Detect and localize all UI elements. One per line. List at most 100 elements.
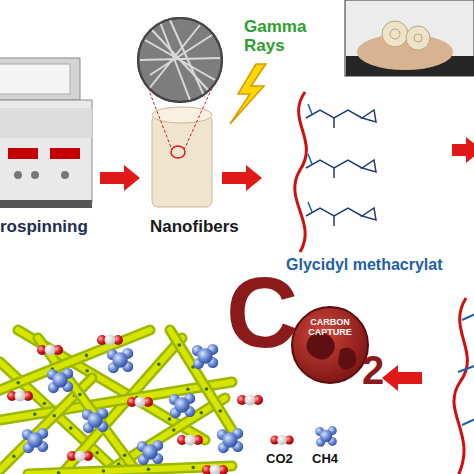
ch4-atom <box>142 444 157 459</box>
fiber-site <box>78 393 82 397</box>
graft-chain <box>306 110 362 118</box>
nanofiber-rod <box>0 330 150 392</box>
co2-atom <box>185 435 196 446</box>
fiber-site <box>199 411 203 415</box>
photo-roll <box>390 29 400 39</box>
machine-knob <box>14 171 22 179</box>
fiber-site <box>205 387 209 391</box>
machine-body <box>0 100 92 202</box>
sem-fiber <box>160 22 190 100</box>
lightning-bolt <box>230 64 266 124</box>
epoxide-ring <box>362 110 376 122</box>
fiber-site <box>85 354 89 358</box>
graft-chain <box>462 312 474 320</box>
fiber-site <box>85 369 89 373</box>
sem-fiber <box>152 30 210 92</box>
fiber-site <box>186 387 190 391</box>
carbonyl-bond <box>333 216 335 226</box>
graft-chain <box>306 208 362 216</box>
zoom-marker <box>171 146 185 158</box>
machine-display <box>8 148 38 159</box>
fiber-site <box>191 466 195 470</box>
fiber-site <box>95 451 99 455</box>
co2-atom <box>245 395 256 406</box>
polymer-backbone <box>295 92 307 252</box>
fiber-site <box>147 467 151 471</box>
gas-label: CO2 <box>266 452 293 466</box>
process-arrow <box>452 137 474 163</box>
nanofiber-rod <box>28 466 232 474</box>
nanofiber-tube <box>148 88 212 207</box>
co2-atom <box>135 397 146 408</box>
sem-fiber <box>150 35 212 75</box>
fiber-site <box>168 417 172 421</box>
nanofiber-rod <box>170 330 232 430</box>
carbon-capture-globe <box>292 307 368 383</box>
logo-subscript: 2 <box>362 350 384 390</box>
nanofiber-rod <box>28 466 232 474</box>
logo-caption: CARBON CAPTURE <box>300 318 360 338</box>
photo-roll <box>414 34 422 42</box>
nanofiber-rod <box>170 330 232 430</box>
graft-chain <box>462 417 474 425</box>
machine-window <box>0 64 70 94</box>
ch4-atom <box>222 432 237 447</box>
fiber-site <box>16 381 20 385</box>
co2-atom <box>45 345 56 356</box>
stage-label: rospinning <box>0 218 88 237</box>
methyl-group <box>308 154 312 164</box>
logo-letter: C <box>226 262 298 362</box>
process-arrow <box>100 165 140 191</box>
photo-roll <box>406 26 430 50</box>
nanofiber-rod <box>0 330 150 392</box>
machine-knob <box>31 171 39 179</box>
sem-inset <box>138 18 222 102</box>
machine-chamber <box>0 58 80 100</box>
machine-knob <box>61 171 69 179</box>
stage-label: Nanofibers <box>150 218 239 237</box>
fiber-site <box>178 343 182 347</box>
fiber-site <box>69 426 73 430</box>
methyl-group <box>308 202 312 212</box>
process-arrow <box>222 165 262 191</box>
tube-body <box>152 115 212 207</box>
radiation-label: Gamma Rays <box>244 18 304 55</box>
epoxide-ring <box>362 208 376 220</box>
photo-inset <box>345 0 474 76</box>
fiber-site <box>57 471 61 474</box>
fiber-site <box>123 454 127 458</box>
fiber-site <box>43 402 47 406</box>
carbonyl-bond <box>333 118 335 128</box>
photo-roll <box>382 21 408 47</box>
fiber-site <box>157 362 161 366</box>
co2-atom <box>210 465 221 474</box>
fiber-site <box>33 413 37 417</box>
photo-frame <box>345 0 474 76</box>
epoxide-ring <box>362 160 376 172</box>
ch4-atom <box>27 432 42 447</box>
globe <box>292 307 368 383</box>
ch4-atom <box>320 430 333 443</box>
fiber-site <box>102 469 106 473</box>
graft-chain <box>458 364 474 372</box>
globe-land <box>338 348 356 370</box>
gas-label: CH4 <box>312 452 338 466</box>
monomer-label: Glycidyl methacrylat <box>286 256 443 274</box>
fiber-site <box>218 409 222 413</box>
fiber-network <box>0 330 232 474</box>
co2-atom <box>105 335 116 346</box>
ch4-atom <box>197 348 212 363</box>
carbonyl-bond <box>333 168 335 178</box>
machine-display <box>50 148 80 159</box>
fiber-site <box>52 414 56 418</box>
electrospinning-machine <box>0 58 92 208</box>
co2-atom <box>277 435 287 445</box>
ch4-atom <box>52 372 67 387</box>
fiber-site <box>12 454 16 458</box>
ch4-atom <box>174 397 189 412</box>
process-arrow <box>382 365 422 391</box>
methyl-group <box>308 104 312 114</box>
machine-panel <box>0 108 92 138</box>
machine-base <box>0 200 92 208</box>
